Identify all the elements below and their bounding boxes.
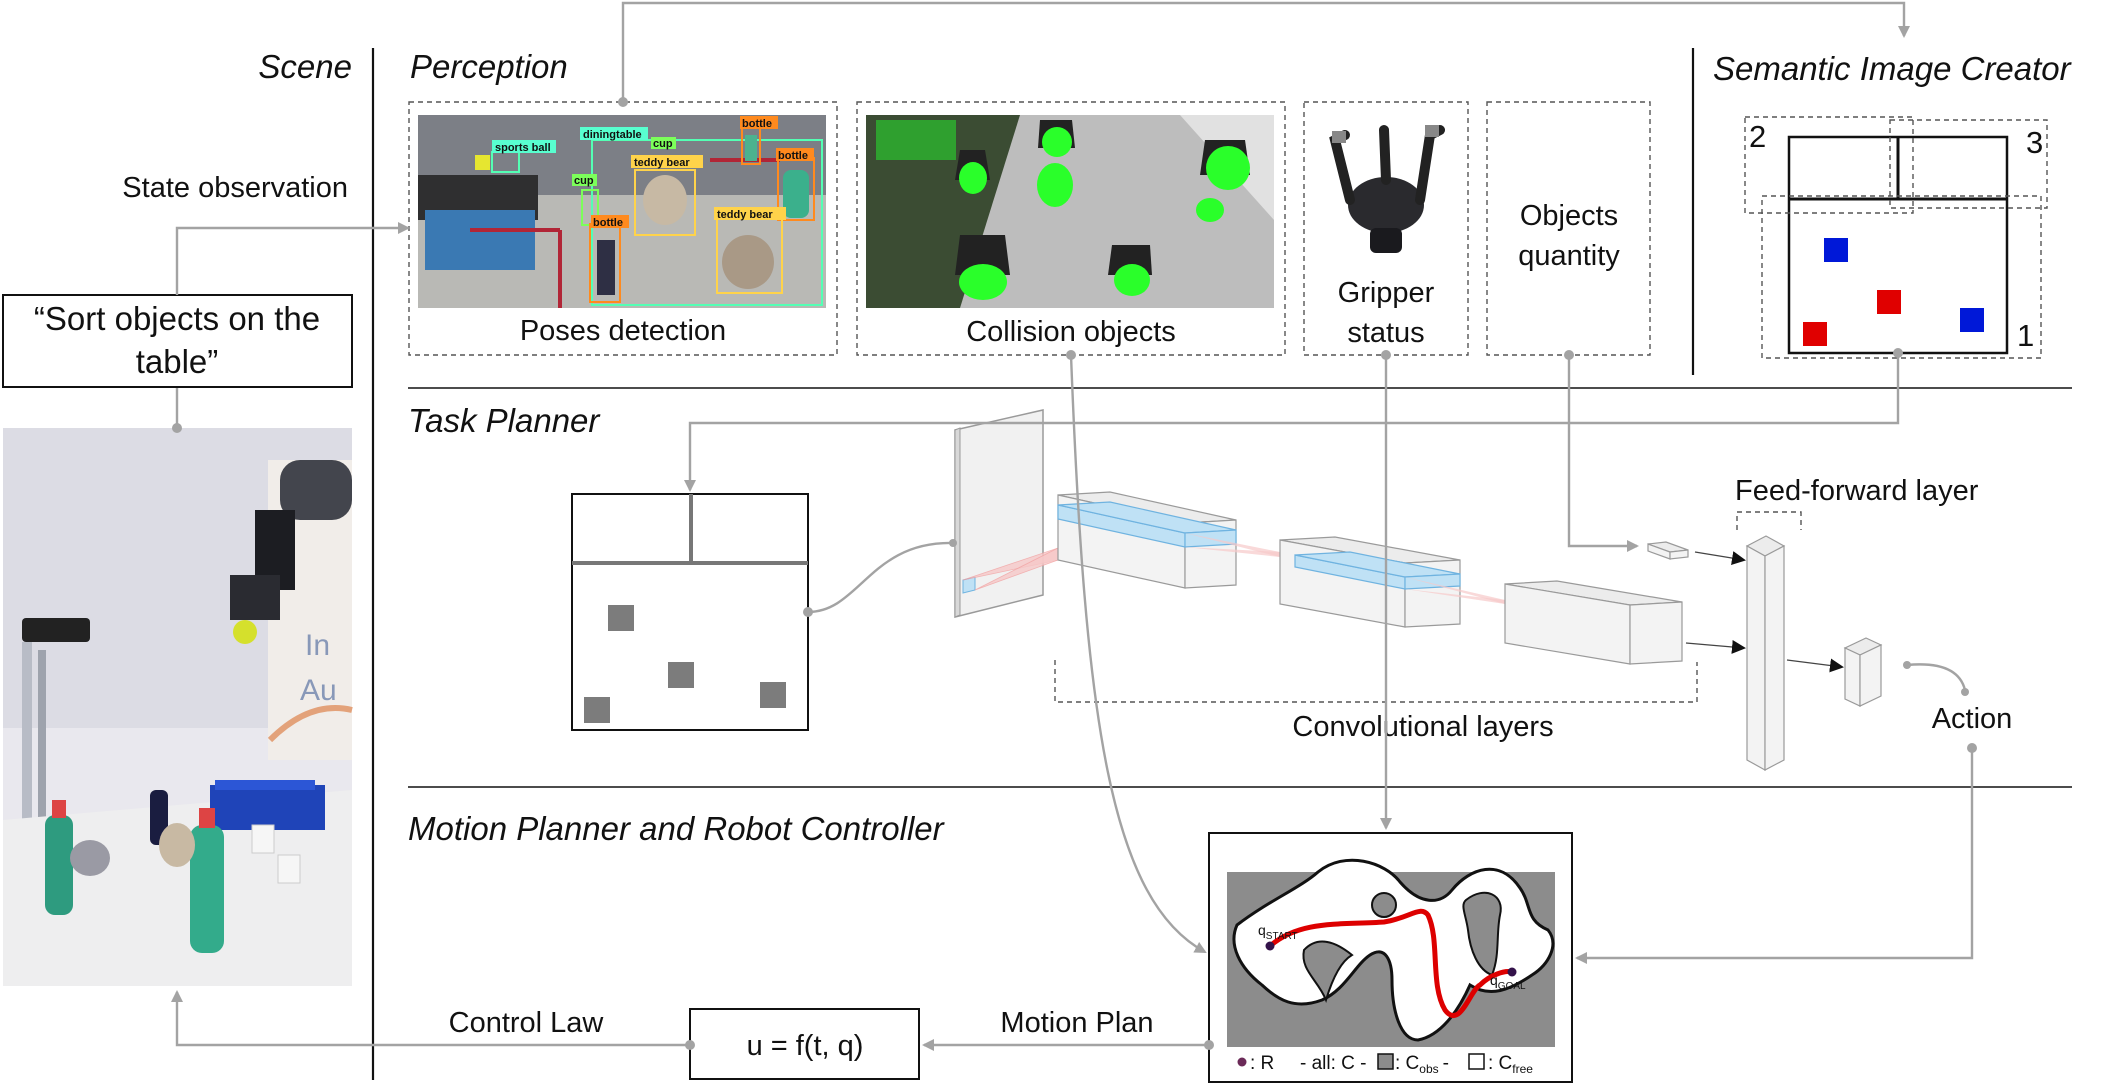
grayscale-input-image xyxy=(571,493,809,731)
conv-layers-label: Convolutional layers xyxy=(1292,711,1553,743)
conv-block-3 xyxy=(1504,580,1683,665)
q-goal-label: qGOAL xyxy=(1490,972,1526,992)
conv-layers-bracket xyxy=(1054,660,1698,703)
output-layer xyxy=(1843,637,1883,707)
detection-tag-2: cup xyxy=(653,138,673,150)
feed-forward-layer xyxy=(1745,535,1786,772)
conv-block-2 xyxy=(1279,536,1505,628)
detection-tag-8: teddy bear xyxy=(717,209,773,221)
controller-equation: u = f(t, q) xyxy=(747,1030,864,1062)
objects-quantity-line1: Objects xyxy=(1520,200,1618,232)
q-start-label: qSTART xyxy=(1258,922,1298,942)
obstacle-circle xyxy=(1371,892,1397,918)
poses-detection-label: Poses detection xyxy=(520,315,726,347)
svg-text:: Cobs-: : Cobs- xyxy=(1395,1053,1449,1076)
motion-path xyxy=(1268,908,1513,1018)
feed-forward-label: Feed-forward layer xyxy=(1735,475,1979,507)
q-start-point xyxy=(1265,941,1275,951)
instruction-line2: table” xyxy=(136,343,219,380)
motion-title: Motion Planner and Robot Controller xyxy=(408,810,946,847)
conv-to-ff-arrow xyxy=(1685,639,1746,654)
svg-text:In: In xyxy=(305,629,330,662)
motion-plan-label: Motion Plan xyxy=(1000,1007,1153,1039)
image-to-cnn-line xyxy=(807,541,956,614)
state-observation-label: State observation xyxy=(122,172,348,204)
poses-detection-image: sports ball diningtable cup teddy bear b… xyxy=(418,115,826,308)
region-label-1: 1 xyxy=(2017,318,2034,353)
gripper-status-line1: Gripper xyxy=(1338,277,1435,309)
obstacle-left xyxy=(1302,940,1354,1004)
perception-to-semantic-arrow xyxy=(621,1,1910,102)
feed-forward-bracket xyxy=(1736,511,1802,530)
quantity-to-network-arrow xyxy=(1567,355,1639,552)
objects-quantity-line2: quantity xyxy=(1518,240,1620,272)
semantic-to-task-arrow xyxy=(684,353,1900,492)
detection-tag-6: bottle xyxy=(593,217,623,229)
collision-objects-image xyxy=(866,115,1274,308)
detection-tag-0: sports ball xyxy=(495,142,551,154)
control-law-label: Control Law xyxy=(449,1007,605,1039)
scene-photo: In Au xyxy=(3,428,353,986)
detection-tag-3: teddy bear xyxy=(634,157,690,169)
collision-to-motion-arrow xyxy=(1069,354,1207,954)
action-to-motion-arrow xyxy=(1575,748,1974,964)
detection-tag-4: bottle xyxy=(742,118,772,130)
perception-title: Perception xyxy=(410,48,568,85)
detection-tag-1: diningtable xyxy=(583,129,642,141)
conv-block-1 xyxy=(1057,491,1280,589)
gripper-icon xyxy=(1329,125,1445,253)
ff-to-output-arrow xyxy=(1786,658,1844,673)
q-goal-point xyxy=(1507,967,1517,977)
detection-tag-5: cup xyxy=(574,175,594,187)
detection-tag-7: bottle xyxy=(778,150,808,162)
semantic-image xyxy=(1744,116,2048,359)
quantity-to-ff-arrow xyxy=(1694,551,1746,565)
task-planner-title: Task Planner xyxy=(408,402,601,439)
region-label-3: 3 xyxy=(2026,125,2043,160)
input-plane xyxy=(954,409,1059,618)
controller-box xyxy=(689,1008,920,1080)
quantity-input-block xyxy=(1647,541,1689,560)
svg-text:: Cfree: : Cfree xyxy=(1488,1053,1533,1076)
scene-title: Scene xyxy=(258,48,352,85)
semantic-title: Semantic Image Creator xyxy=(1713,50,2073,87)
svg-text:Au: Au xyxy=(300,674,337,707)
action-label: Action xyxy=(1932,703,2013,735)
state-observation-arrow xyxy=(175,222,410,295)
output-to-action-line xyxy=(1906,663,1967,691)
svg-text:: R: : R xyxy=(1250,1053,1274,1074)
instruction-line1: “Sort objects on the xyxy=(34,300,320,337)
control-law-arrow xyxy=(171,990,690,1047)
region-label-2: 2 xyxy=(1749,119,1766,154)
gripper-status-line2: status xyxy=(1347,317,1424,349)
instruction-box xyxy=(2,294,353,388)
c-space-legend: : R - all: C - : Cobs- : Cfree xyxy=(1237,1053,1533,1076)
collision-objects-label: Collision objects xyxy=(966,316,1176,348)
svg-text:- all: C -: - all: C - xyxy=(1300,1053,1367,1074)
